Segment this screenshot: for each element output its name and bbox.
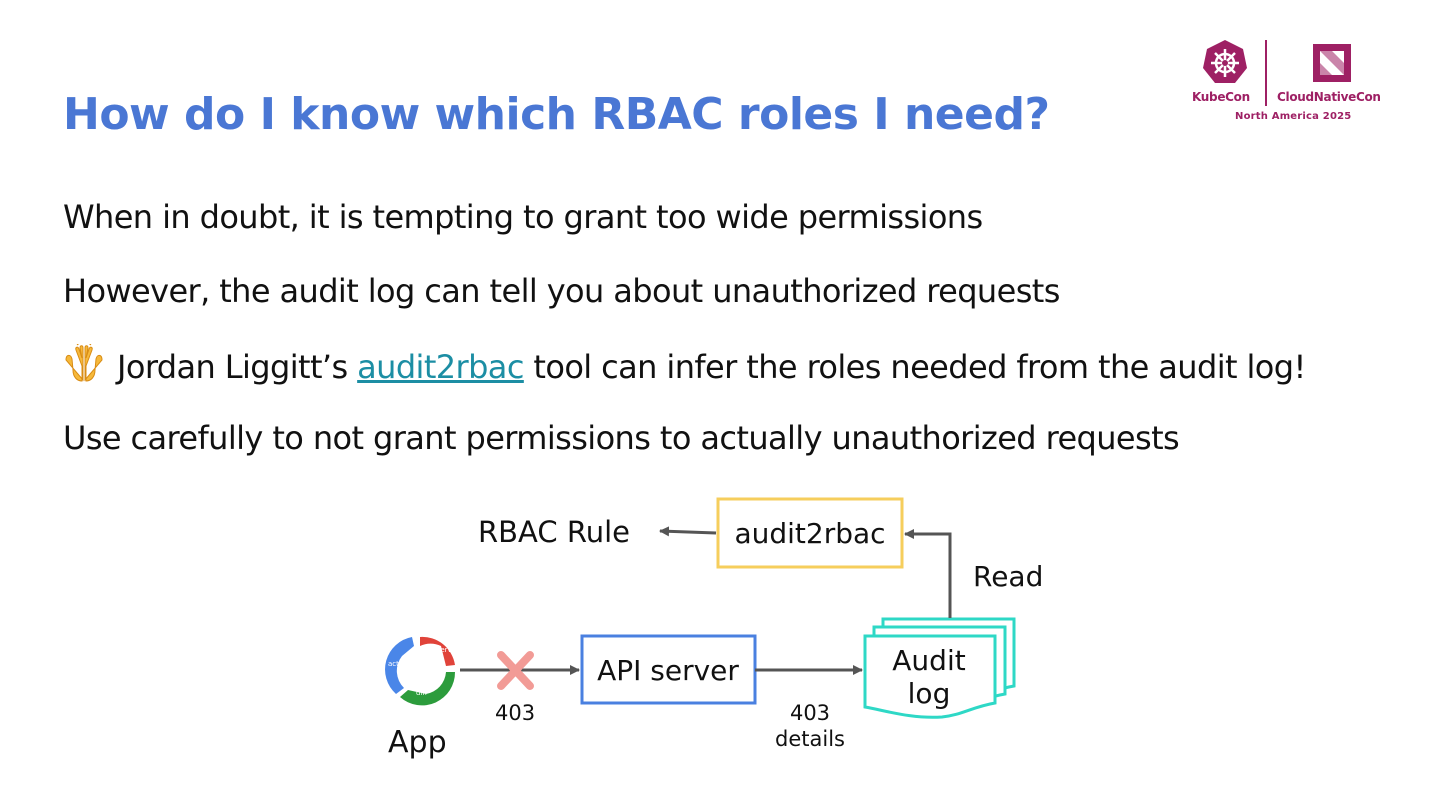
slide-title: How do I know which RBAC roles I need?	[63, 89, 1050, 140]
bullet-4: Use carefully to not grant permissions t…	[63, 419, 1180, 457]
app-label: App	[388, 725, 447, 760]
kubecon-heptagon-icon	[1203, 40, 1247, 83]
app-cycle-icon: observe act diff	[385, 636, 456, 706]
event-region: North America 2025	[1235, 111, 1352, 122]
read-label: Read	[973, 560, 1043, 593]
kubecon-wordmark: KubeCon	[1192, 90, 1250, 104]
bullet-2: However, the audit log can tell you abou…	[63, 272, 1060, 310]
read-arrow	[904, 529, 952, 618]
status-403-label: 403	[495, 701, 535, 725]
api-server-label: API server	[597, 654, 739, 687]
blocked-x-icon	[497, 651, 534, 690]
bullet-1: When in doubt, it is tempting to grant t…	[63, 198, 983, 236]
bullet-3-suffix: tool can infer the roles needed from the…	[523, 348, 1306, 386]
cycle-observe-label: observe	[428, 646, 456, 654]
api-server-box	[580, 634, 757, 705]
kubecon-cloudnativecon-logo: KubeCon CloudNativeCon North America 202…	[1186, 38, 1396, 130]
cloudnativecon-icon	[1313, 44, 1351, 82]
bullet-3: Jordan Liggitt’s audit2rbac tool can inf…	[63, 340, 1306, 393]
to-rbac-rule-arrow	[659, 526, 717, 537]
audit-log-label-line2: log	[908, 677, 951, 710]
audit2rbac-box	[716, 497, 904, 569]
bullet-3-prefix: Jordan Liggitt’s	[117, 348, 358, 386]
audit-log-label-line1: Audit	[892, 644, 965, 677]
logo-divider	[1265, 40, 1267, 106]
rbac-rule-label: RBAC Rule	[478, 515, 630, 549]
details-403-label: 403	[790, 701, 830, 725]
raising-hands-icon	[63, 340, 105, 393]
audit-log-document	[863, 617, 1016, 719]
audit2rbac-box-label: audit2rbac	[734, 517, 885, 550]
cycle-act-label: act	[388, 660, 399, 668]
details-label: details	[775, 727, 845, 751]
cycle-diff-label: diff	[416, 689, 427, 697]
cloudnativecon-wordmark: CloudNativeCon	[1277, 90, 1381, 104]
audit2rbac-link[interactable]: audit2rbac	[357, 348, 524, 386]
